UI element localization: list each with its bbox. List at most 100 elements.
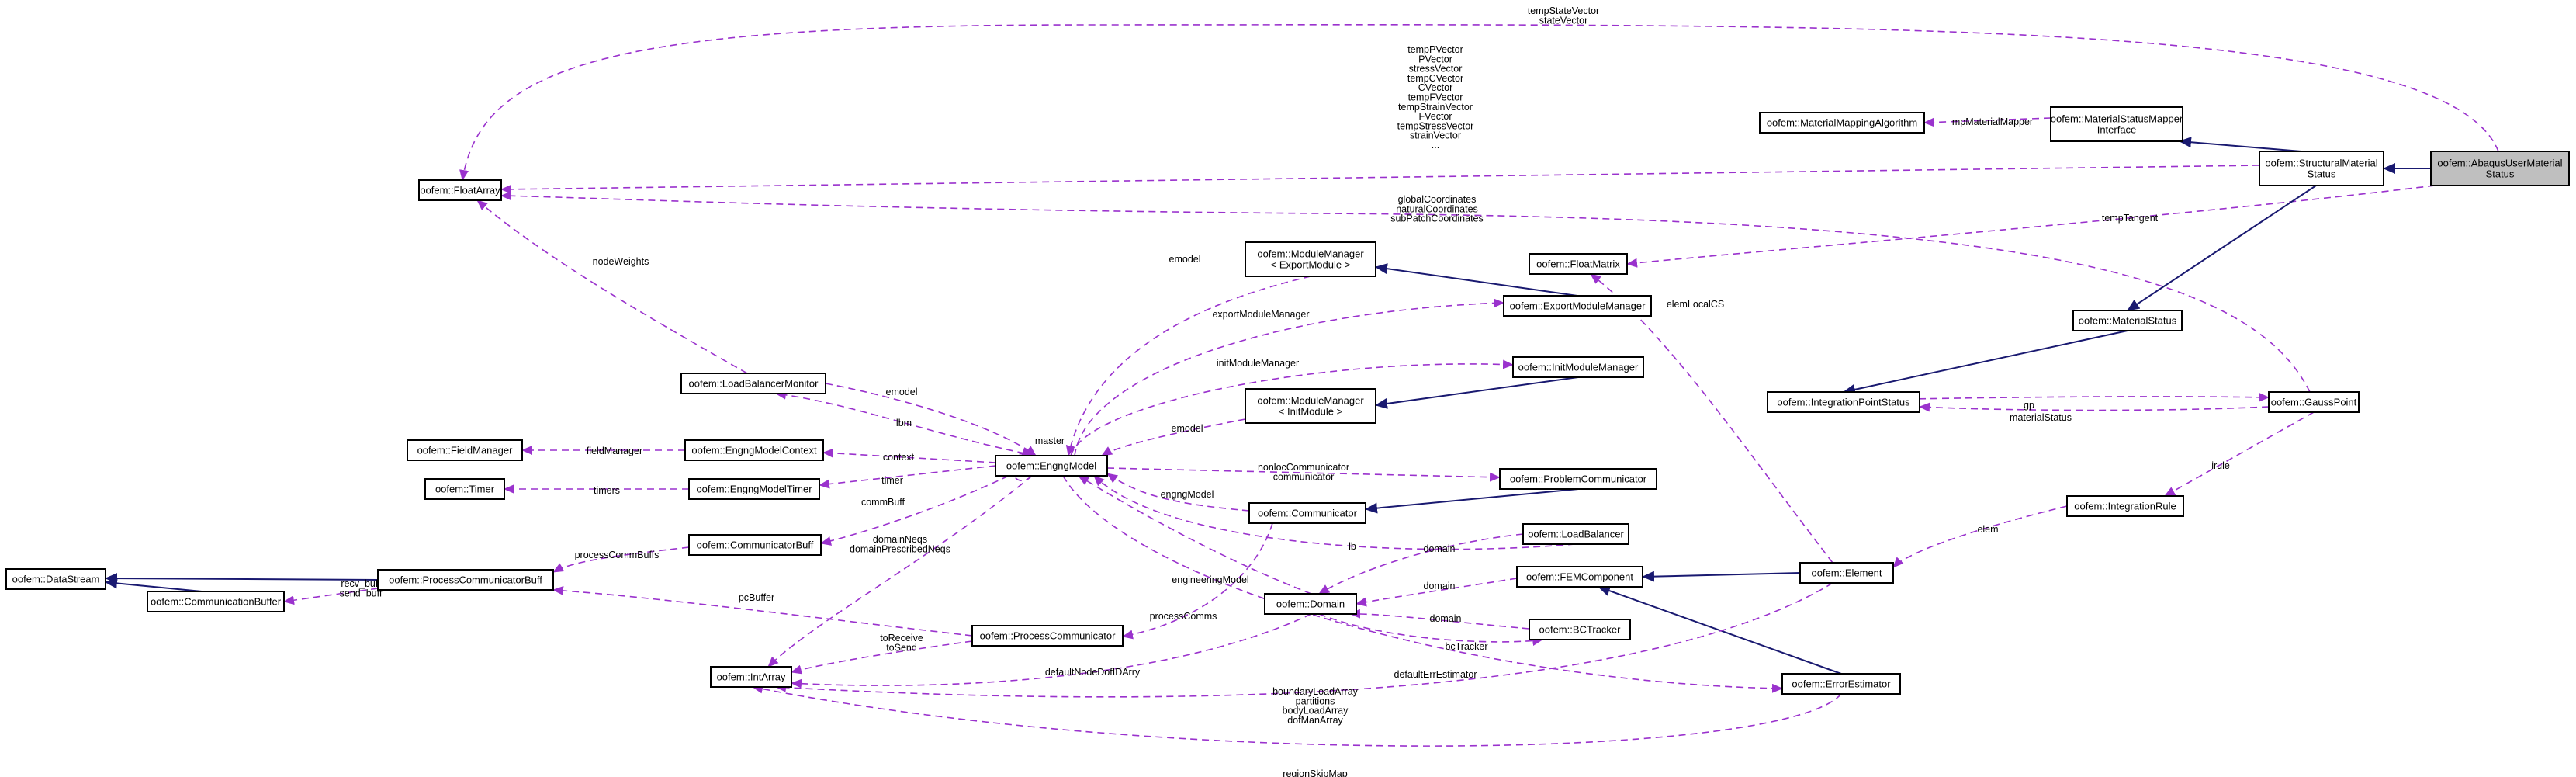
class-node-box — [377, 569, 554, 591]
class-node-label: oofem::ExportModuleManager — [1510, 300, 1646, 312]
usage-edge-emodel_export — [1065, 276, 1311, 456]
class-node-element[interactable]: oofem::Element — [1799, 562, 1894, 584]
edge-label-lbm: lbm — [896, 418, 912, 428]
class-node-label: oofem::EngngModel — [1006, 460, 1096, 472]
usage-edge-export_module_manager — [1074, 298, 1504, 456]
class-node-problem-comm[interactable]: oofem::ProblemCommunicator — [1499, 468, 1657, 490]
usage-edge-region_skip_map — [752, 684, 1842, 747]
class-node-bc-tracker[interactable]: oofem::BCTracker — [1529, 619, 1631, 640]
class-node-label: oofem::LoadBalancerMonitor — [689, 378, 819, 390]
class-node-process-comm[interactable]: oofem::ProcessCommunicator — [971, 625, 1124, 647]
class-node-integration-rule[interactable]: oofem::IntegrationRule — [2066, 495, 2184, 517]
usage-edge-init_module_manager — [1070, 359, 1514, 456]
class-node-material-status[interactable]: oofem::MaterialStatus — [2072, 310, 2183, 331]
class-node-init-module-mgr[interactable]: oofem::InitModuleManager — [1512, 356, 1644, 378]
edge-label-init_module_manager: initModuleManager — [1217, 358, 1299, 369]
usage-edge-nonloc_comm — [1106, 467, 1501, 482]
class-node-label: oofem::Domain — [1276, 598, 1345, 610]
inheritance-edge-15 — [1375, 376, 1579, 409]
edge-label-default_node_dof: defaultNodeDofIDArry — [1045, 667, 1141, 678]
class-node-data-stream[interactable]: oofem::DataStream — [5, 568, 106, 590]
class-node-error-estimator[interactable]: oofem::ErrorEstimator — [1781, 673, 1901, 695]
edge-label-timer: timer — [881, 475, 903, 486]
class-node-export-module-mgr[interactable]: oofem::ExportModuleManager — [1503, 295, 1652, 317]
class-node-box — [688, 478, 820, 500]
class-node-box — [1245, 241, 1376, 277]
edge-label-context: context — [883, 452, 915, 463]
edge-label-elem: elem — [1977, 524, 1998, 535]
inheritance-edge-8 — [1843, 330, 2128, 395]
class-node-label: oofem::ProcessCommunicatorBuff — [389, 574, 542, 586]
inheritance-edge-35 — [105, 578, 203, 592]
usage-edge-process_comms — [1122, 522, 1273, 640]
class-node-timer[interactable]: oofem::Timer — [424, 478, 505, 500]
class-node-module-mgr-export[interactable]: oofem::ModuleManager< ExportModule > — [1245, 241, 1376, 277]
class-node-label: oofem::LoadBalancer — [1528, 529, 1624, 540]
class-node-material-mapping[interactable]: oofem::MaterialMappingAlgorithm — [1759, 112, 1925, 134]
class-node-box — [1512, 356, 1644, 378]
usage-edge-emodel_init — [1101, 418, 1246, 456]
class-node-domain[interactable]: oofem::Domain — [1264, 593, 1357, 615]
class-node-label: oofem::GaussPoint — [2271, 397, 2357, 408]
class-node-int-array[interactable]: oofem::IntArray — [710, 666, 792, 688]
class-node-gauss-point[interactable]: oofem::GaussPoint — [2268, 391, 2360, 413]
class-node-label: oofem::InitModuleManager — [1518, 362, 1639, 373]
class-node-label: oofem::FEMComponent — [1526, 571, 1633, 583]
class-node-box — [424, 478, 505, 500]
class-node-communication-buffer[interactable]: oofem::CommunicationBuffer — [147, 591, 285, 612]
class-node-box — [1248, 502, 1366, 524]
class-node-label: oofem::IntegrationPointStatus — [1777, 397, 1910, 408]
class-node-field-manager[interactable]: oofem::FieldManager — [407, 439, 523, 461]
usage-edge-domain_bc — [1349, 609, 1530, 630]
class-node-box — [1503, 295, 1652, 317]
class-node-label: oofem::FieldManager — [417, 445, 514, 456]
class-node-engng-model[interactable]: oofem::EngngModel — [995, 455, 1108, 477]
edge-label-bc_tracker: bcTracker — [1445, 641, 1487, 652]
class-node-ip-status[interactable]: oofem::IntegrationPointStatus — [1767, 391, 1920, 413]
edge-label-process_comm_buffs: processCommBuffs — [575, 550, 660, 560]
class-node-box — [2268, 391, 2360, 413]
class-node-engng-model-context[interactable]: oofem::EngngModelContext — [684, 439, 824, 461]
class-node-communicator[interactable]: oofem::Communicator — [1248, 502, 1366, 524]
class-node-engng-model-timer[interactable]: oofem::EngngModelTimer — [688, 478, 820, 500]
inheritance-edge-3 — [2179, 137, 2302, 152]
class-node-load-balancer[interactable]: oofem::LoadBalancer — [1522, 523, 1629, 545]
class-node-box — [1264, 593, 1357, 615]
class-node-box — [1529, 253, 1628, 275]
edge-label-elem_local_cs: elemLocalCS — [1667, 299, 1724, 310]
class-node-label: oofem::ProblemCommunicator — [1510, 473, 1647, 485]
class-node-float-matrix[interactable]: oofem::FloatMatrix — [1529, 253, 1628, 275]
edge-label-comm_buff: commBuff — [861, 497, 905, 508]
class-node-box — [684, 439, 824, 461]
class-node-load-balancer-monitor[interactable]: oofem::LoadBalancerMonitor — [680, 373, 826, 394]
class-node-communicator-buff[interactable]: oofem::CommunicatorBuff — [688, 534, 822, 556]
class-node-box — [1499, 468, 1657, 490]
edge-label-node_weights: nodeWeights — [593, 256, 649, 267]
class-node-label: Status — [2486, 168, 2515, 180]
usage-edge-boundary_load_array — [775, 582, 1833, 698]
class-node-module-mgr-init[interactable]: oofem::ModuleManager< InitModule > — [1245, 388, 1376, 424]
usage-edge-context — [822, 448, 996, 463]
edge-label-gp: gp — [2024, 400, 2034, 411]
usage-edge-default_err_estimator — [1062, 475, 1783, 693]
edge-label-export_module_manager: exportModuleManager — [1212, 309, 1309, 320]
edge-label-domain_fem: domain — [1424, 581, 1456, 591]
class-node-label: oofem::MaterialStatus — [2079, 315, 2177, 327]
class-node-box — [680, 373, 826, 394]
class-node-process-comm-buff[interactable]: oofem::ProcessCommunicatorBuff — [377, 569, 554, 591]
usage-edge-pc_buffer — [552, 585, 973, 637]
class-node-float-array[interactable]: oofem::FloatArray — [418, 179, 502, 201]
class-node-label: Interface — [2097, 124, 2137, 136]
class-node-fem-component[interactable]: oofem::FEMComponent — [1516, 566, 1643, 588]
class-node-label: oofem::MaterialMappingAlgorithm — [1767, 117, 1917, 129]
inheritance-edge-12 — [1375, 263, 1578, 297]
class-node-box — [2066, 495, 2184, 517]
